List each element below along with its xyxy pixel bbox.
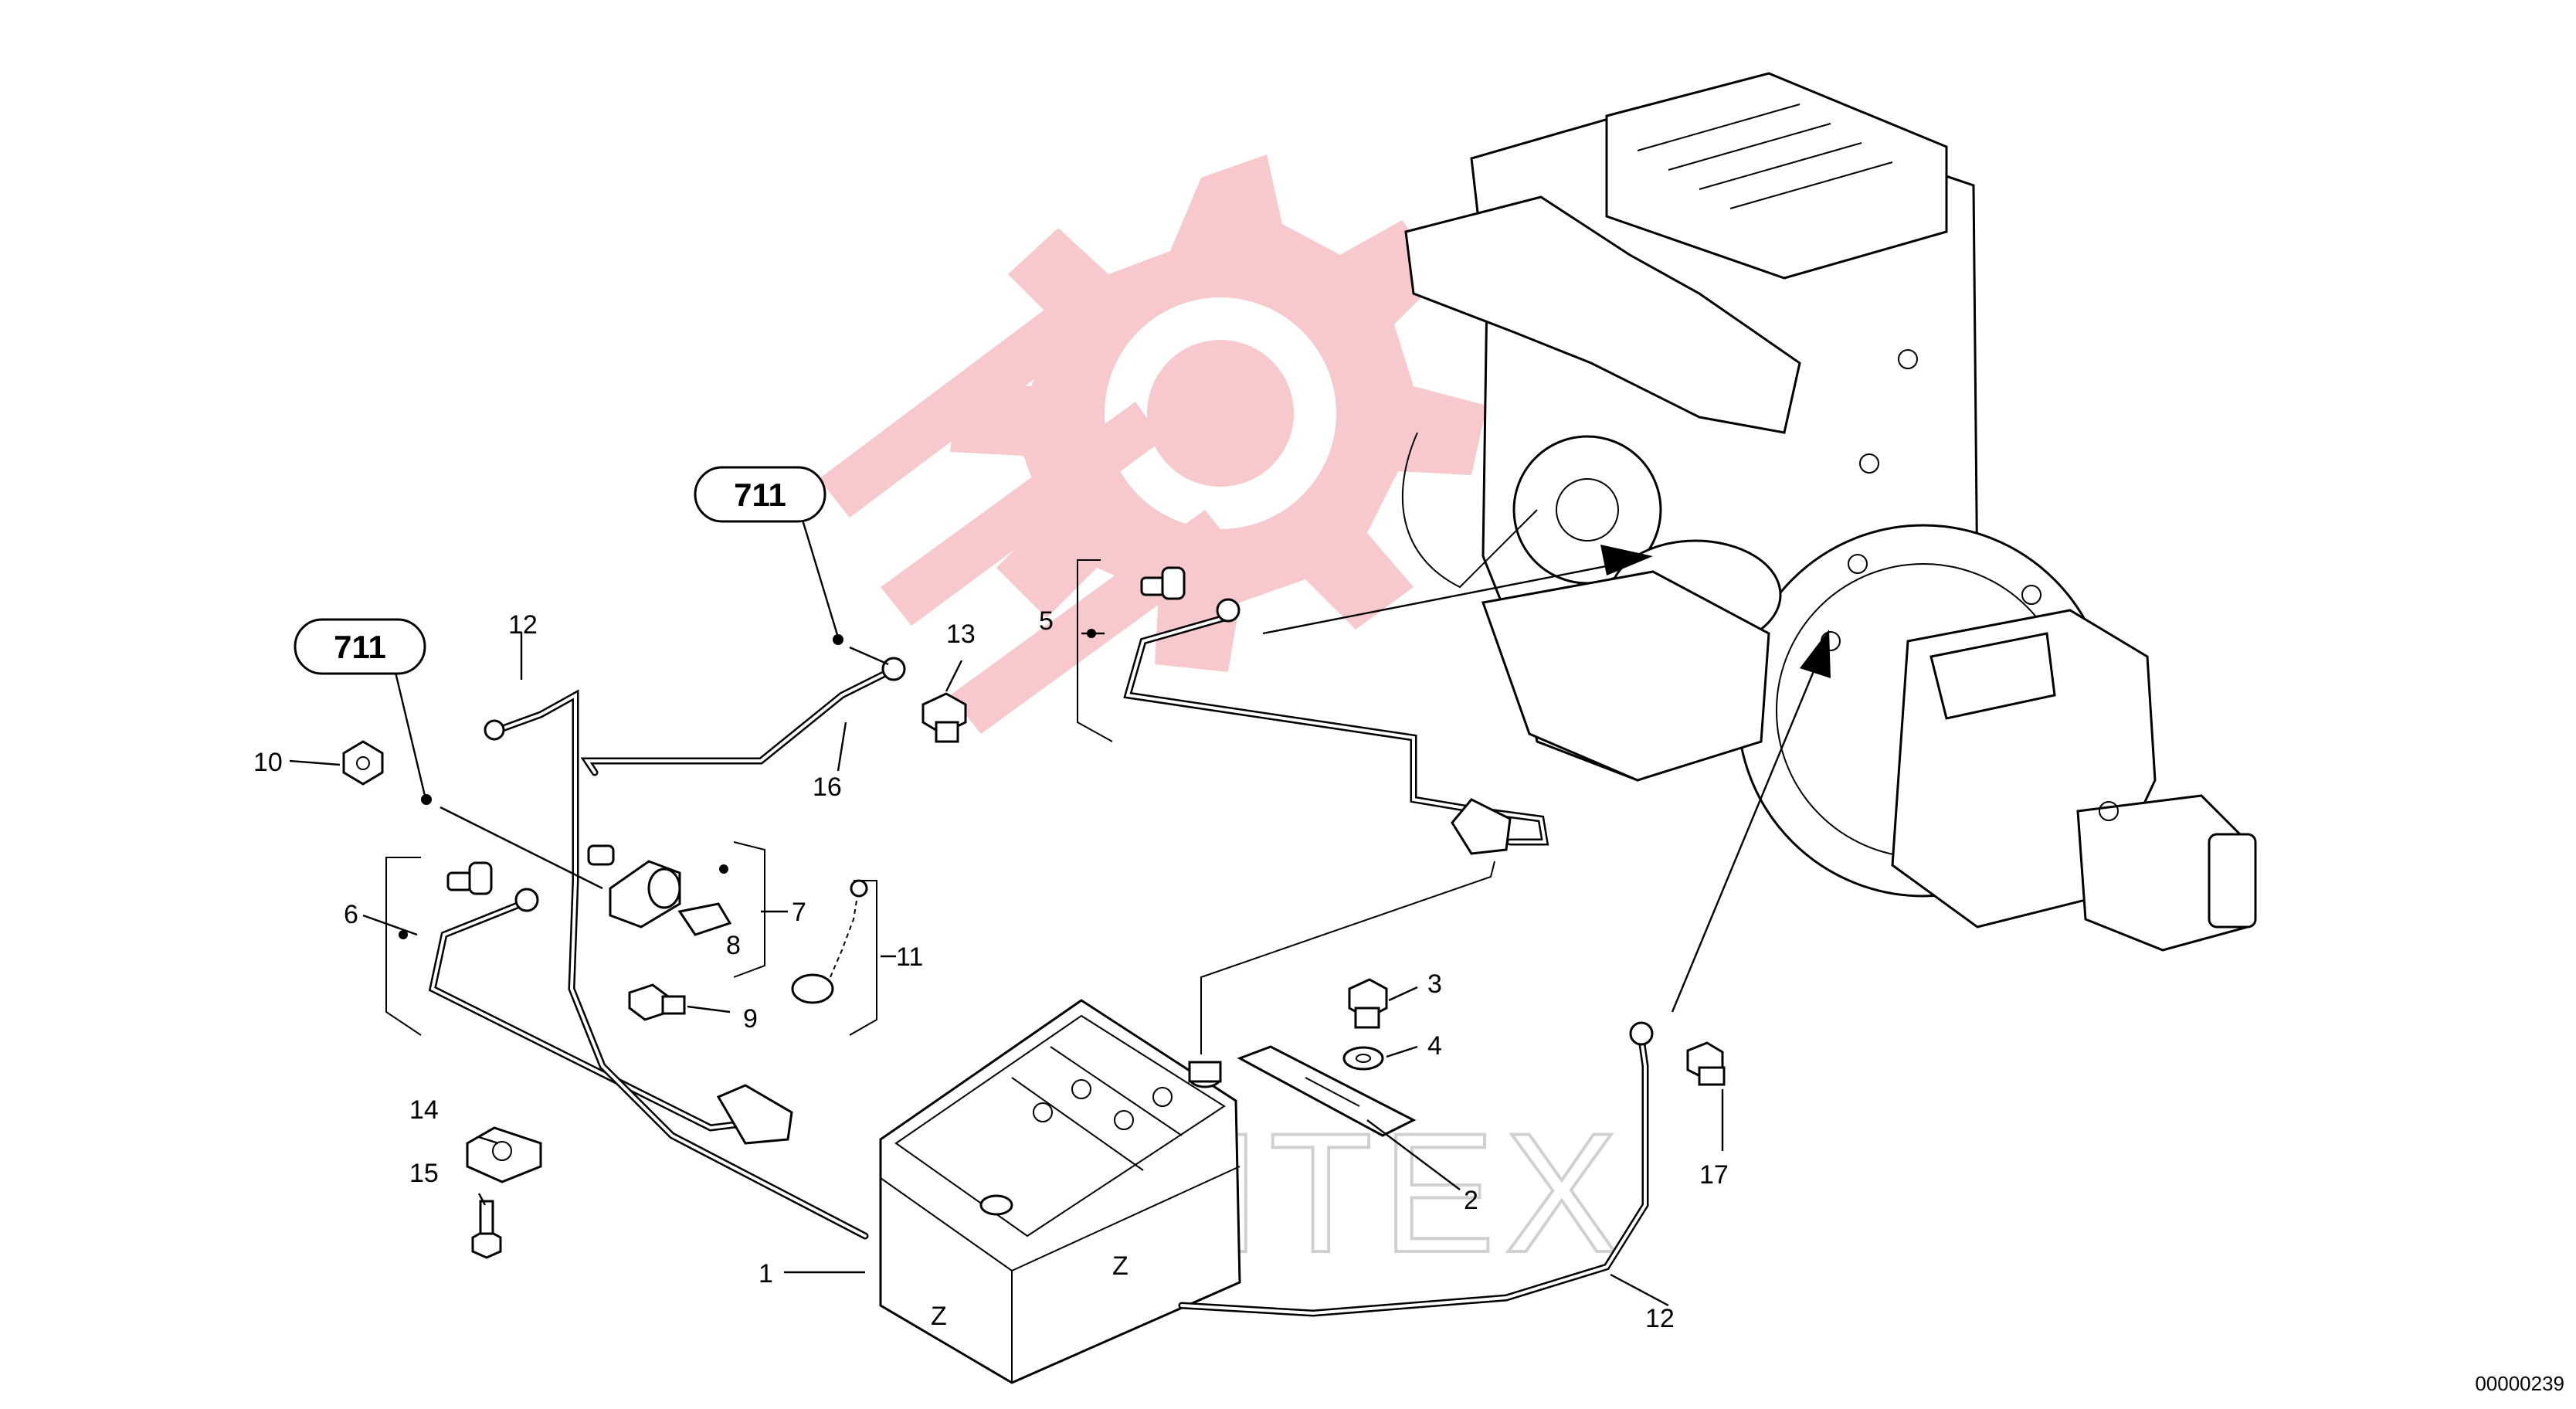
cable-routing-arrows [1262, 545, 1831, 1013]
engine-assembly [1401, 72, 2257, 952]
part-label-5: 5 [1039, 606, 1054, 636]
clamp-screw [471, 1200, 502, 1259]
part-label-3: 3 [1427, 969, 1442, 999]
part-label-10: 10 [253, 748, 283, 777]
washer [1342, 1046, 1384, 1071]
negative-battery-cable [428, 888, 793, 1145]
bracket-bolt [1348, 978, 1388, 1029]
battery-mark-side: Z [1112, 1251, 1128, 1281]
svg-text:711: 711 [334, 629, 386, 665]
cable-12-lower [1178, 1021, 1654, 1317]
part-label-14: 14 [409, 1095, 439, 1125]
battery: Z Z [879, 999, 1241, 1384]
ground-cable [580, 657, 906, 776]
nut-part-10 [342, 740, 384, 786]
part-label-16: 16 [813, 772, 842, 802]
terminal-cap-with-chain [791, 879, 868, 1004]
part-label-2: 2 [1464, 1186, 1478, 1215]
bolt-part-17 [1686, 1041, 1726, 1086]
part-number-labels: 1 2 3 4 5 6 7 8 9 10 11 12 12 13 14 15 1… [253, 606, 1729, 1333]
part-label-17: 17 [1699, 1160, 1729, 1190]
battery-mark-front: Z [931, 1302, 947, 1331]
part-label-7: 7 [792, 898, 806, 927]
connector-part-6 [446, 861, 493, 895]
part-label-11: 11 [896, 942, 923, 972]
bolt-part-13 [921, 692, 967, 743]
reference-bubble-upper: 711 [694, 466, 826, 523]
reference-bubble-lower: 711 [294, 618, 426, 675]
battery-hold-down-bracket [1237, 1045, 1417, 1137]
part-label-9: 9 [743, 1004, 758, 1034]
leader-lines [289, 509, 1724, 1307]
part-label-8: 8 [726, 931, 741, 960]
part-label-1: 1 [759, 1259, 773, 1288]
battery-disconnect-switch [587, 844, 681, 929]
part-label-6: 6 [344, 900, 358, 929]
part-label-15: 15 [409, 1159, 439, 1188]
part-label-12-upper: 12 [508, 610, 538, 640]
bolt-part-9 [628, 983, 686, 1021]
connector-part-5 [1140, 566, 1186, 600]
part-label-13: 13 [946, 620, 976, 649]
part-label-4: 4 [1427, 1031, 1442, 1061]
cable-clamp [466, 1126, 542, 1183]
part-label-12-lower: 12 [1645, 1304, 1675, 1333]
watermark-gear-logo [819, 154, 1487, 734]
document-id: 00000239 [2475, 1372, 2564, 1395]
positive-battery-cable [1123, 598, 1549, 855]
switch-key [677, 902, 732, 936]
svg-text:711: 711 [734, 477, 786, 513]
cable-12-upper [484, 689, 869, 1240]
